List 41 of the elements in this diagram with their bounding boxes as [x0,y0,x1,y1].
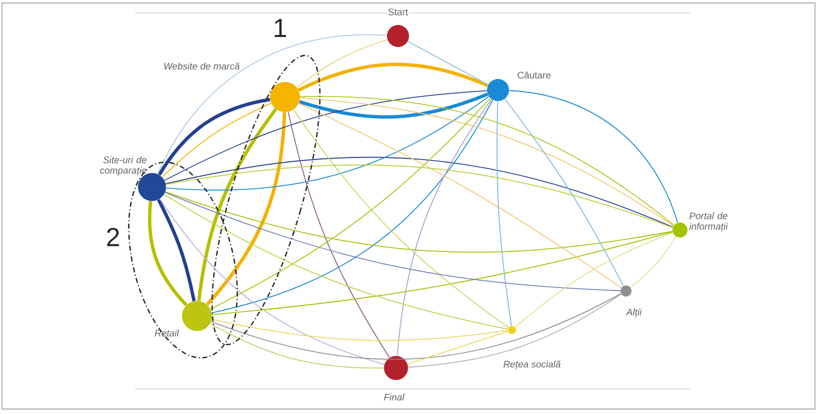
connector-curve [164,192,621,292]
connector-curve [407,40,489,86]
connector-curve [508,90,678,224]
connector-curve [206,112,286,306]
node-label: Site-uri de comparație [100,156,146,176]
connector-curve [164,194,508,330]
connector-curve [298,92,488,119]
connector-curve [504,98,624,286]
node-label: Rețea socială [504,360,560,370]
connector-curve [496,100,512,326]
connector-curve [408,294,622,368]
group-number: 1 [274,19,286,37]
connector-curve [288,111,390,358]
connector-curve [166,96,490,190]
node-label: Website de marcă [164,62,240,70]
connector-curve [210,323,384,369]
connector-curve [514,232,674,328]
node-label: Portal de informații [689,212,728,232]
connector-curve [148,200,188,306]
connector-curve [407,330,508,365]
group-number: 2 [107,228,119,246]
connector-curve [164,90,488,181]
node-label: Retail [154,330,180,336]
node-label: Căutare [518,71,551,79]
connector-curve [156,198,196,302]
connector-curve [197,108,278,302]
node-label: Start [386,8,410,16]
connector-curve [296,39,388,88]
connector-curve [211,318,508,341]
connector-curve [212,232,674,316]
connector-curve [298,62,488,92]
node-label: Alții [626,308,642,318]
connector-curve [157,34,388,174]
connector-curve [293,109,510,328]
connector-curve [630,236,676,288]
connector-curve [210,293,622,360]
node-label: Final [382,392,406,402]
connector-curve [159,198,385,365]
connector-curve [164,191,673,252]
connector-curve [298,102,622,288]
connector-curve [396,98,492,356]
